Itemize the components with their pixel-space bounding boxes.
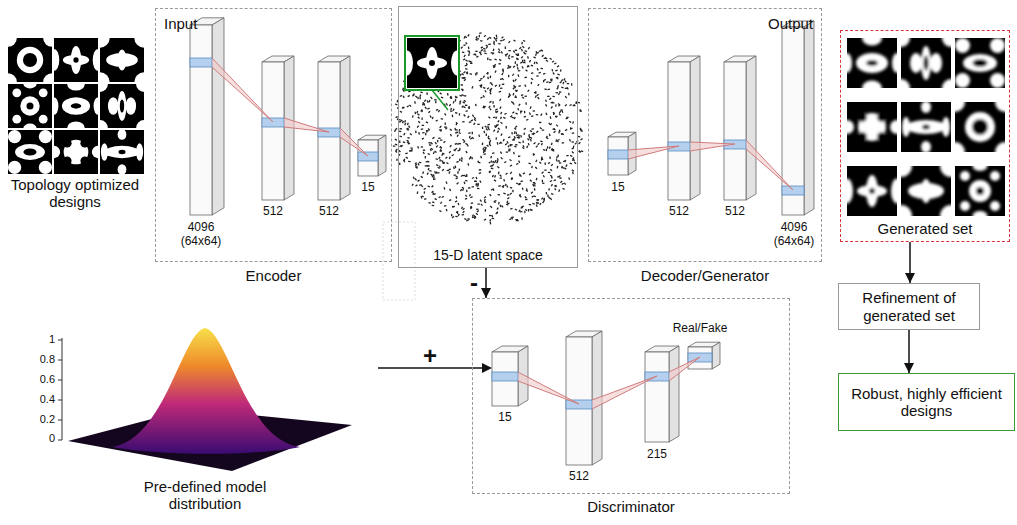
corner-label: Output: [768, 15, 813, 32]
arrow-connector: [904, 330, 914, 373]
layer-size: 512: [559, 470, 599, 484]
layer-size: 512: [659, 205, 699, 219]
node-label: 15-D latent space: [399, 247, 577, 263]
sign-label: -: [468, 271, 480, 295]
axis-tick: 0.4: [25, 393, 55, 406]
layer-size: 512: [253, 205, 293, 219]
node-label: Robust, highly efficient designs: [847, 385, 1006, 420]
layer-size: 15: [490, 411, 520, 425]
latent-scatter: [393, 32, 583, 224]
layer-size: 4096 (64x64): [768, 221, 820, 249]
network-layers: [190, 18, 814, 465]
node-label: Discriminator: [473, 498, 789, 515]
caption-label: Topology optimized designs: [0, 176, 150, 211]
layer-size: 15: [353, 181, 383, 195]
axis-tick: 1: [25, 333, 55, 346]
corner-label: Input: [164, 15, 197, 32]
axis-tick: 0.2: [25, 413, 55, 426]
layer-size: 512: [309, 205, 349, 219]
axis-tick: 0.8: [25, 353, 55, 366]
node-label: Refinement of generated set: [847, 289, 971, 324]
discriminator-box: Discriminator: [472, 298, 790, 494]
generated-set-box: Generated set: [840, 30, 1010, 242]
caption-label: Pre-defined model distribution: [115, 478, 295, 513]
latent-panel: 15-D latent space: [398, 6, 578, 268]
gaussian-plot: [58, 328, 352, 471]
arrow-connector: [905, 242, 915, 283]
node-label: Generated set: [841, 220, 1009, 237]
layer-size: Real/Fake: [665, 322, 735, 336]
layer-size: 215: [637, 448, 677, 462]
node-label: Encoder: [156, 267, 391, 284]
node-label: Decoder/Generator: [589, 267, 821, 284]
axis-tick: 0.6: [25, 373, 55, 386]
design-images: [0, 28, 1015, 227]
layer-size: 4096 (64x64): [171, 221, 231, 249]
result-box: Robust, highly efficient designs: [838, 373, 1015, 431]
process-box: Refinement of generated set: [838, 283, 980, 330]
layer-size: 512: [715, 205, 755, 219]
axis-tick: 0: [25, 432, 55, 445]
layer-size: 15: [603, 181, 633, 195]
sign-label: +: [418, 344, 442, 368]
arrow-connector: [481, 268, 491, 298]
